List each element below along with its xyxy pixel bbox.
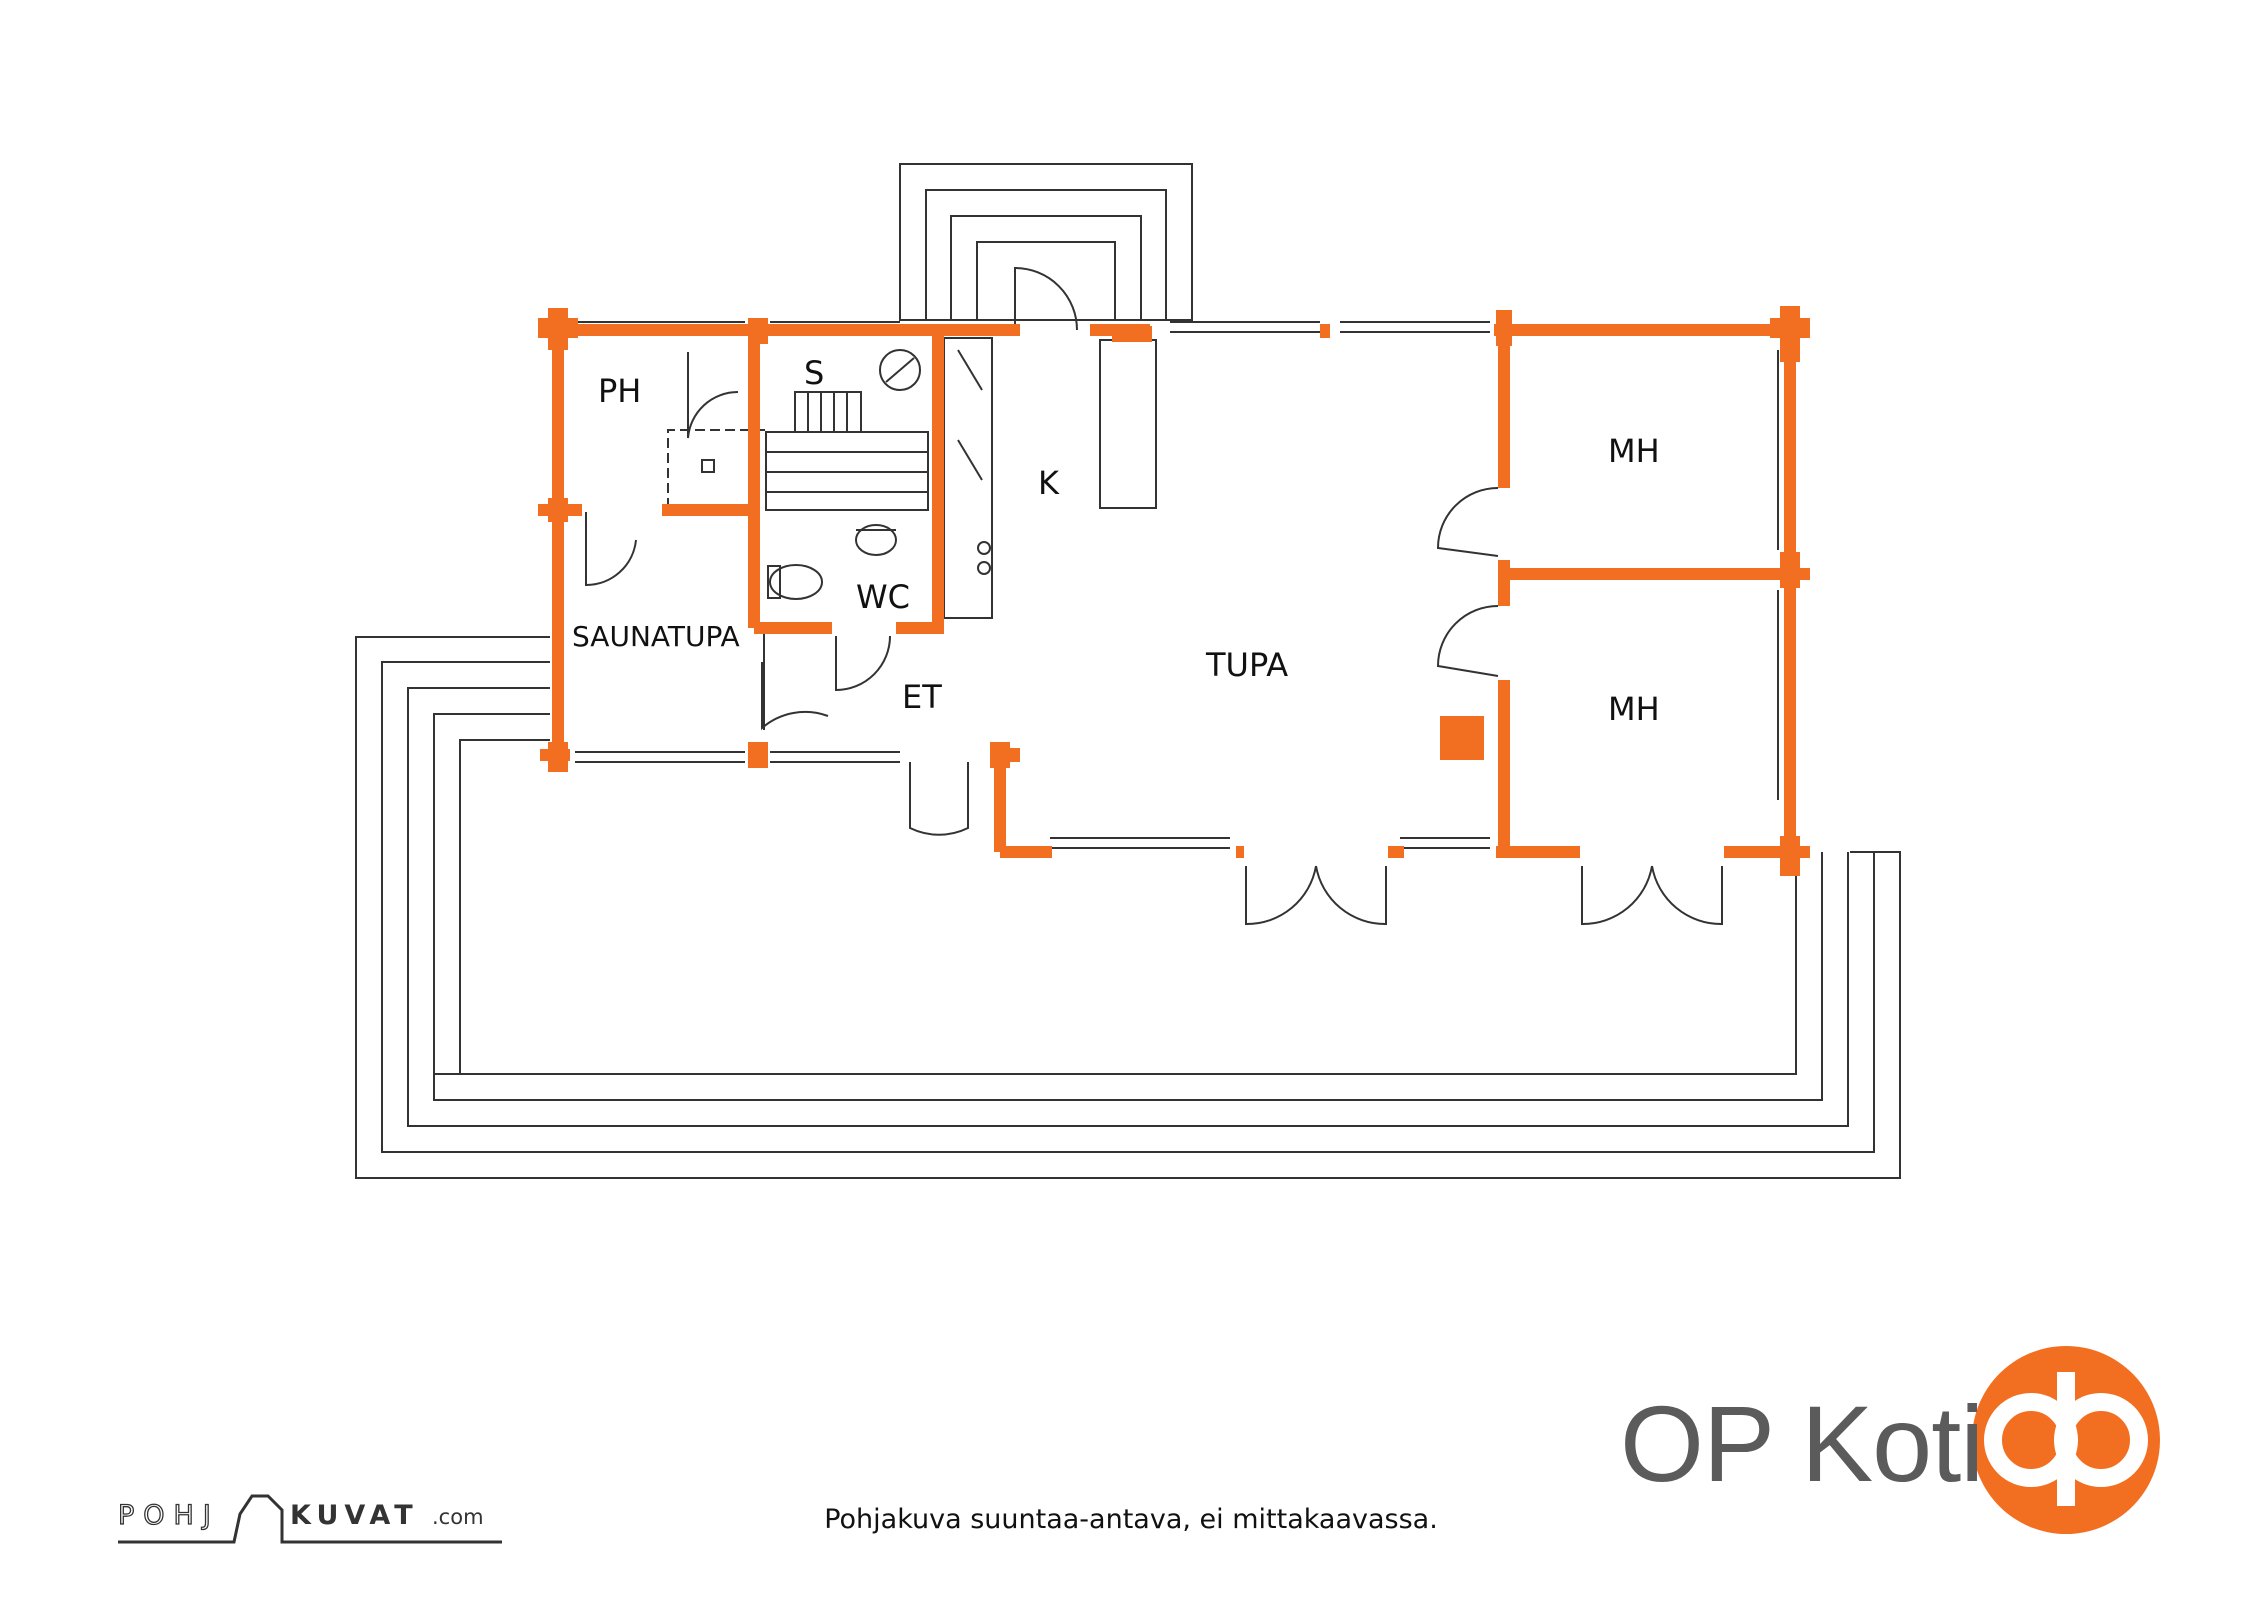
room-label-s: S [804,354,824,392]
room-label-wc: WC [856,578,910,616]
room-label-mh-top: MH [1608,432,1660,470]
op-logo-icon [1972,1346,2160,1534]
entrance-steps [899,163,1193,321]
sink-icon [855,524,897,556]
disclaimer-note: Pohjakuva suuntaa-antava, ei mittakaavas… [824,1504,1438,1535]
wall-posts [538,306,1810,876]
shower-area [667,429,766,508]
room-label-tupa: TUPA [1205,646,1288,684]
svg-text:POHJ: POHJ [118,1500,220,1531]
room-label-et: ET [902,678,942,716]
op-koti-wordmark: OP Koti [1620,1383,1984,1504]
stove-icon [879,349,921,391]
room-label-saunatupa: SAUNATUPA [572,620,740,653]
pohjakuvat-logo: POHJ KUVAT .com [117,1494,502,1544]
interior-stairs [765,391,929,511]
room-label-ph: PH [598,372,641,410]
svg-text:KUVAT: KUVAT [290,1500,419,1531]
toilet-icon [767,564,823,600]
svg-text:.com: .com [432,1505,484,1529]
room-label-k: K [1038,464,1060,502]
room-label-mh-bottom: MH [1608,690,1660,728]
fireplace [1440,716,1484,760]
terrace-deck [355,636,1901,1179]
walls [540,316,1810,870]
windows [552,321,1789,849]
room-labels: PH S K MH MH TUPA WC SAUNATUPA ET [572,354,1660,728]
